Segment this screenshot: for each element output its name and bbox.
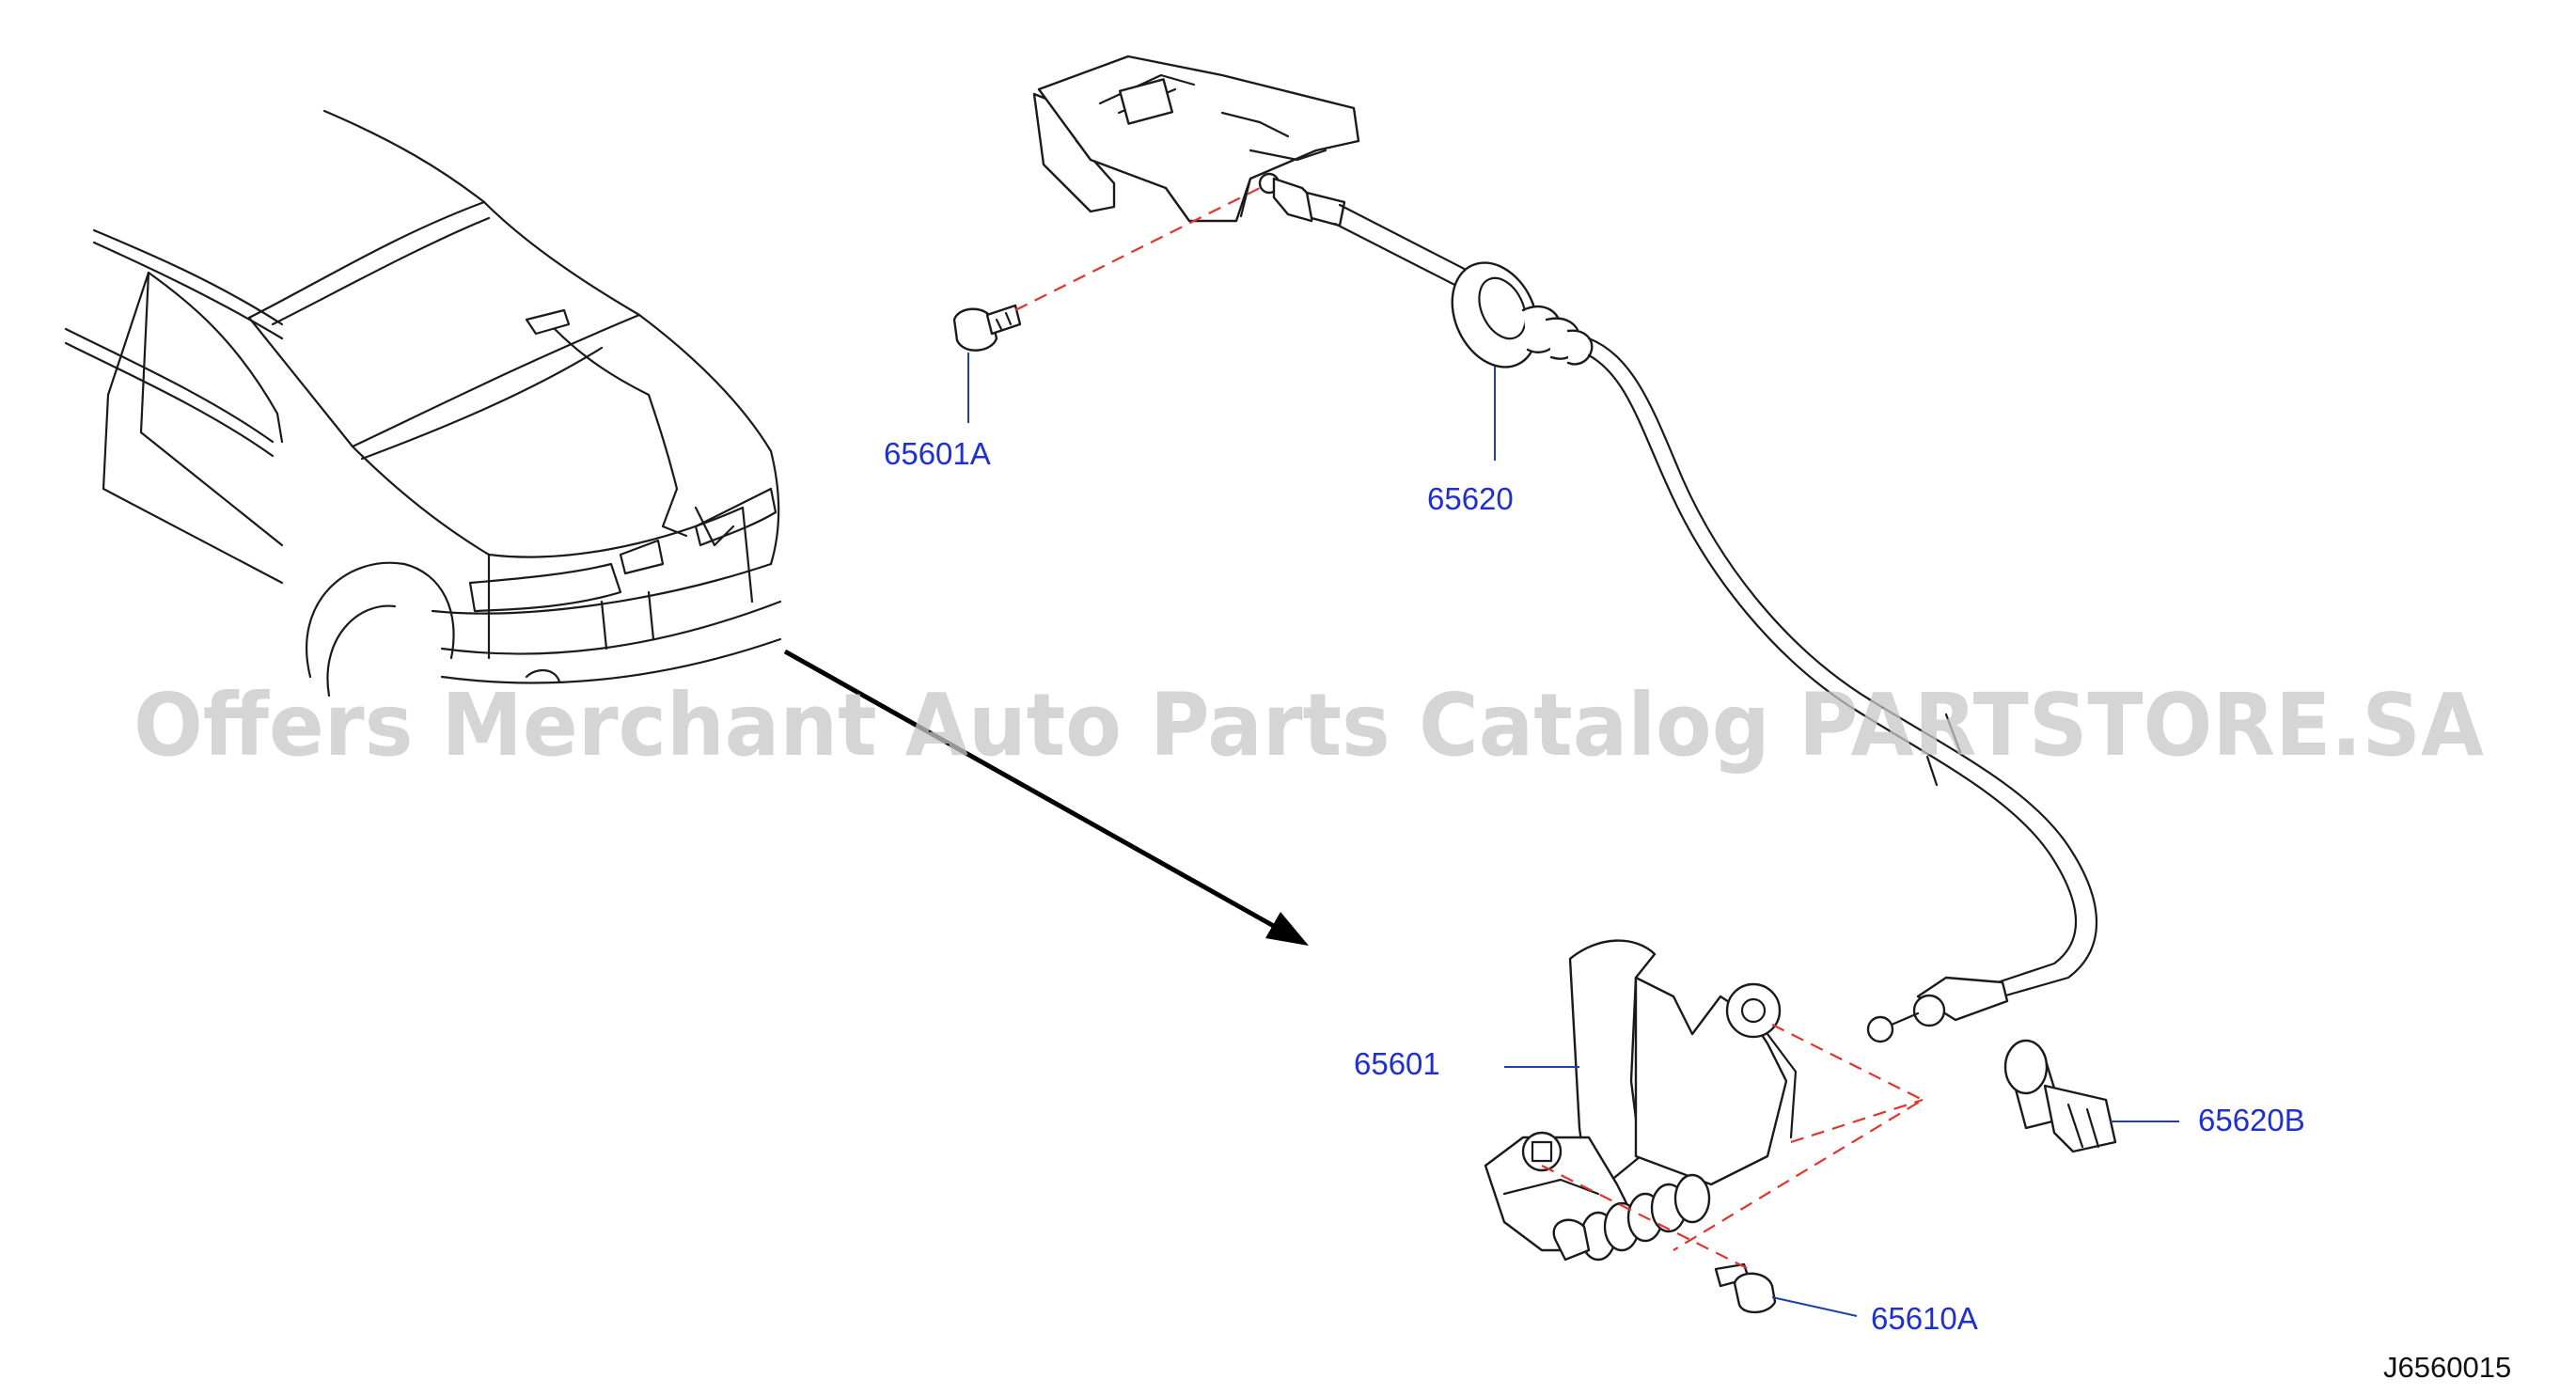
bolt-65601a-icon [952,304,1022,352]
callout-65620[interactable]: 65620 [1427,481,1514,516]
hood-lock-cable [1333,203,2098,1043]
hood-release-handle [1032,55,1360,227]
callout-65620b[interactable]: 65620B [2198,1103,2305,1137]
hood-lock-assembly [1484,939,1798,1262]
cable-clip [2003,1039,2117,1153]
bolt-65610a-icon [1714,1262,1777,1314]
vehicle-illustration [64,109,782,698]
callout-65610a[interactable]: 65610A [1871,1301,1978,1336]
mounting-guides [1014,187,1925,1270]
callout-65601[interactable]: 65601 [1354,1046,1440,1081]
direction-arrow [783,649,1309,946]
diagram-code: J6560015 [2383,1351,2511,1384]
watermark: Offers Merchant Auto Parts Catalog PARTS… [134,675,2484,776]
callout-65601a[interactable]: 65601A [884,436,991,471]
leader-lines [967,353,2179,1317]
